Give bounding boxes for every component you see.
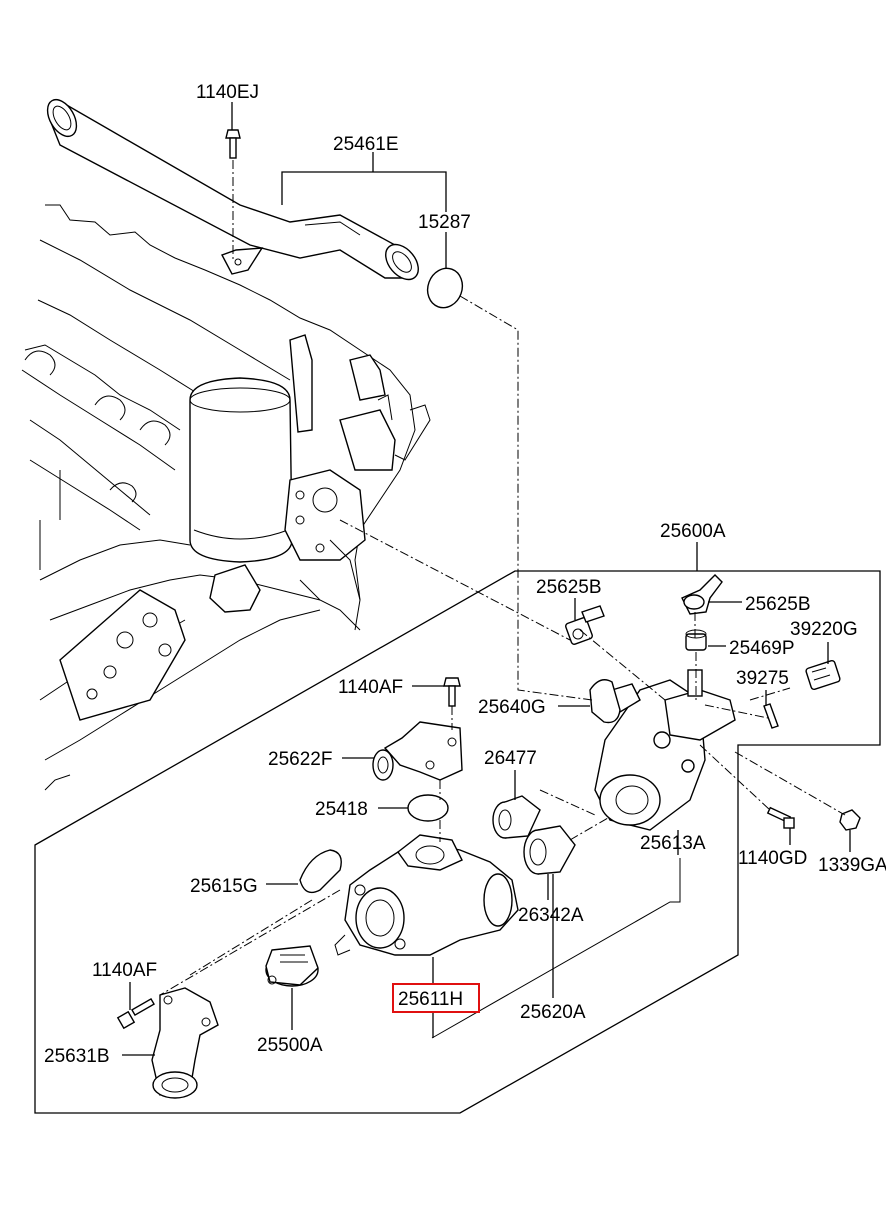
label-26342a: 26342A [518,905,584,926]
thermostat-housing-part [594,669,736,831]
label-25611h: 25611H [398,989,463,1010]
housing-25611h-part [334,834,519,956]
gasket-25640g-part [589,679,621,724]
assembly-guide-lines [159,160,846,996]
o-ring-25418-part [407,794,449,822]
leader-lines [122,102,851,1056]
label-25418: 25418 [315,799,368,820]
label-25469p: 25469P [729,638,795,659]
water-pipe-part [46,98,419,281]
nut-1339ga-part [839,809,861,831]
bolt-1140ej-part [225,129,241,159]
label-1140gd: 1140GD [738,848,807,869]
label-1140af-upper: 1140AF [338,677,403,698]
bolt-1140af-upper-part [443,677,461,707]
label-25625b-left: 25625B [536,577,602,598]
label-25613a: 25613A [640,833,706,854]
o-ring-15287-part [426,267,464,309]
hose-26342a-part [523,825,576,875]
label-15287: 15287 [418,212,471,233]
label-1339ga: 1339GA [818,855,886,876]
label-25625b-right: 25625B [745,594,811,615]
label-25461e: 25461E [333,134,399,155]
assembly-outline-inner [431,858,681,1039]
gasket-25615g-part [299,849,342,894]
thermostat-25500a-part [265,945,319,987]
bolt-1140gd-part [766,806,795,829]
highlight-box [392,983,480,1013]
engine-block-drawing [21,204,431,791]
plug-25469p-part [685,629,707,651]
label-26477: 26477 [484,748,537,769]
label-25500a: 25500A [257,1035,323,1056]
sensor-25625b-right-part [681,574,723,615]
label-25620a: 25620A [520,1002,586,1023]
label-25622f: 25622F [268,749,332,770]
label-39275: 39275 [736,668,789,689]
part-labels: 1140EJ 25461E 15287 25600A 25625B 25625B… [44,82,886,1067]
label-25631b: 25631B [44,1046,110,1067]
pin-39275-part [763,703,779,729]
water-inlet-25622f-part [372,721,463,781]
water-outlet-25631b-part [151,987,219,1099]
label-25640g: 25640G [478,697,546,718]
bolt-1140af-lower-part [116,997,155,1030]
label-25600a: 25600A [660,521,726,542]
label-39220g: 39220G [790,619,858,640]
hose-26477-part [492,795,541,839]
label-1140af-lower: 1140AF [92,960,157,981]
sensor-25625b-left-part [565,605,605,645]
sensor-39220g-part [805,659,841,691]
label-25615g: 25615G [190,876,258,897]
assembly-outline-large [34,570,881,1114]
label-1140ej: 1140EJ [196,82,259,103]
